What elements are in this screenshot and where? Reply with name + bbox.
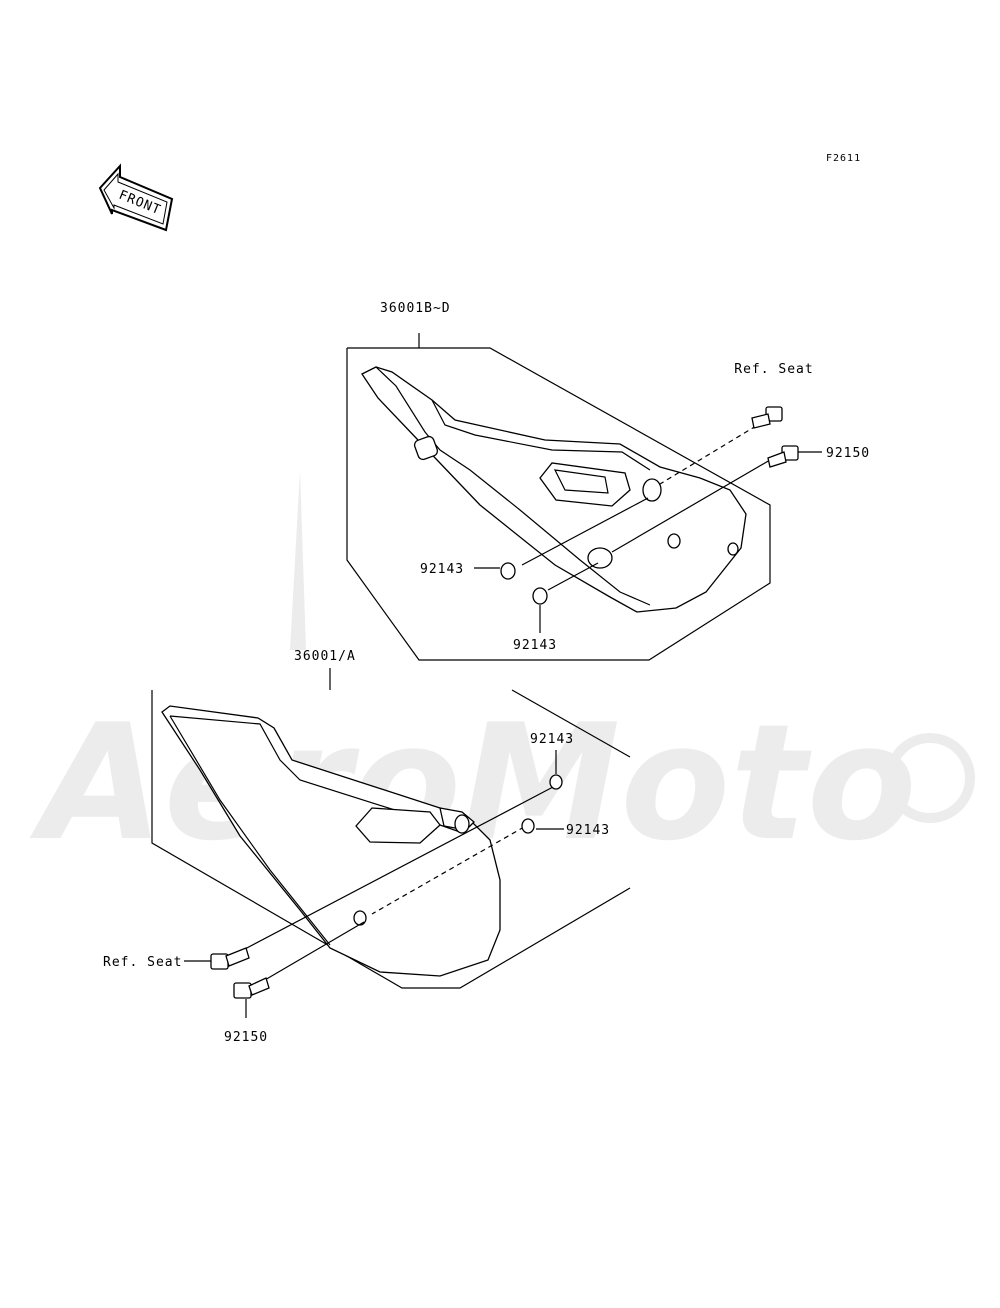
upper-washer-icon	[500, 562, 516, 580]
upper-washer-icon	[532, 587, 548, 605]
lower-side-cover	[161, 705, 501, 977]
lower-assembly: 36001/A 92143 92143 Ref. Seat	[103, 649, 631, 1045]
lower-washer-part-label-a: 92143	[530, 732, 574, 747]
lower-ref-seat-label: Ref. Seat	[103, 955, 182, 970]
lower-bolt-icon	[233, 977, 270, 999]
lower-assembly-part-label: 36001/A	[294, 649, 356, 664]
lower-bolt-part-label: 92150	[224, 1030, 268, 1045]
upper-ref-seat-label: Ref. Seat	[734, 362, 813, 377]
figure-code: F2611	[826, 153, 861, 164]
upper-ref-seat-bolt-icon	[751, 406, 783, 429]
watermark-wheel	[885, 733, 975, 823]
lower-washer-icon	[521, 818, 535, 834]
upper-washer-part-label-a: 92143	[420, 562, 464, 577]
watermark-spire	[290, 470, 306, 650]
upper-washer-part-label-b: 92143	[513, 638, 557, 653]
front-arrow-icon: FRONT	[98, 163, 174, 232]
upper-bolt-icon	[767, 445, 799, 468]
lower-washer-icon	[549, 774, 563, 790]
lower-washer-part-label-b: 92143	[566, 823, 610, 838]
upper-assembly: 36001B~D Ref. Seat 92150	[346, 301, 870, 661]
lower-ref-seat-bolt-icon	[210, 947, 250, 970]
upper-bolt-part-label: 92150	[826, 446, 870, 461]
upper-assembly-part-label: 36001B~D	[380, 301, 451, 316]
